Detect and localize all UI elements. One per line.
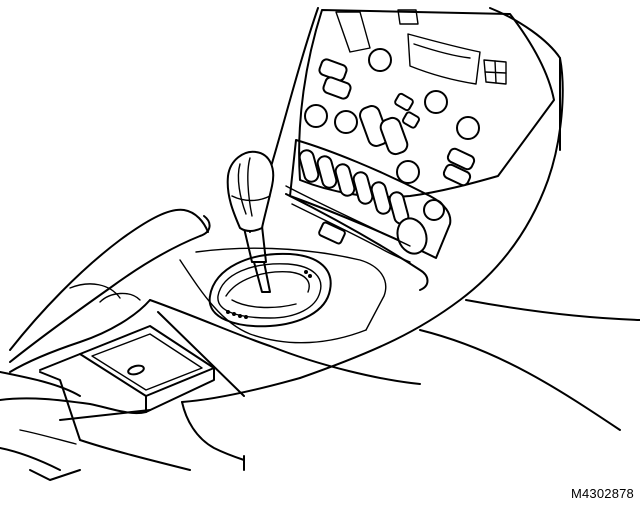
storage-tray bbox=[39, 325, 215, 413]
seat-side-panel bbox=[0, 371, 191, 481]
control-panel bbox=[298, 9, 555, 221]
gear-lever bbox=[226, 150, 275, 293]
parking-brake-lever bbox=[0, 208, 211, 397]
switch-row bbox=[285, 139, 452, 291]
center-console-body bbox=[149, 7, 640, 471]
figure-reference-code: M4302878 bbox=[570, 486, 634, 501]
gear-selector-bezel bbox=[179, 247, 387, 344]
